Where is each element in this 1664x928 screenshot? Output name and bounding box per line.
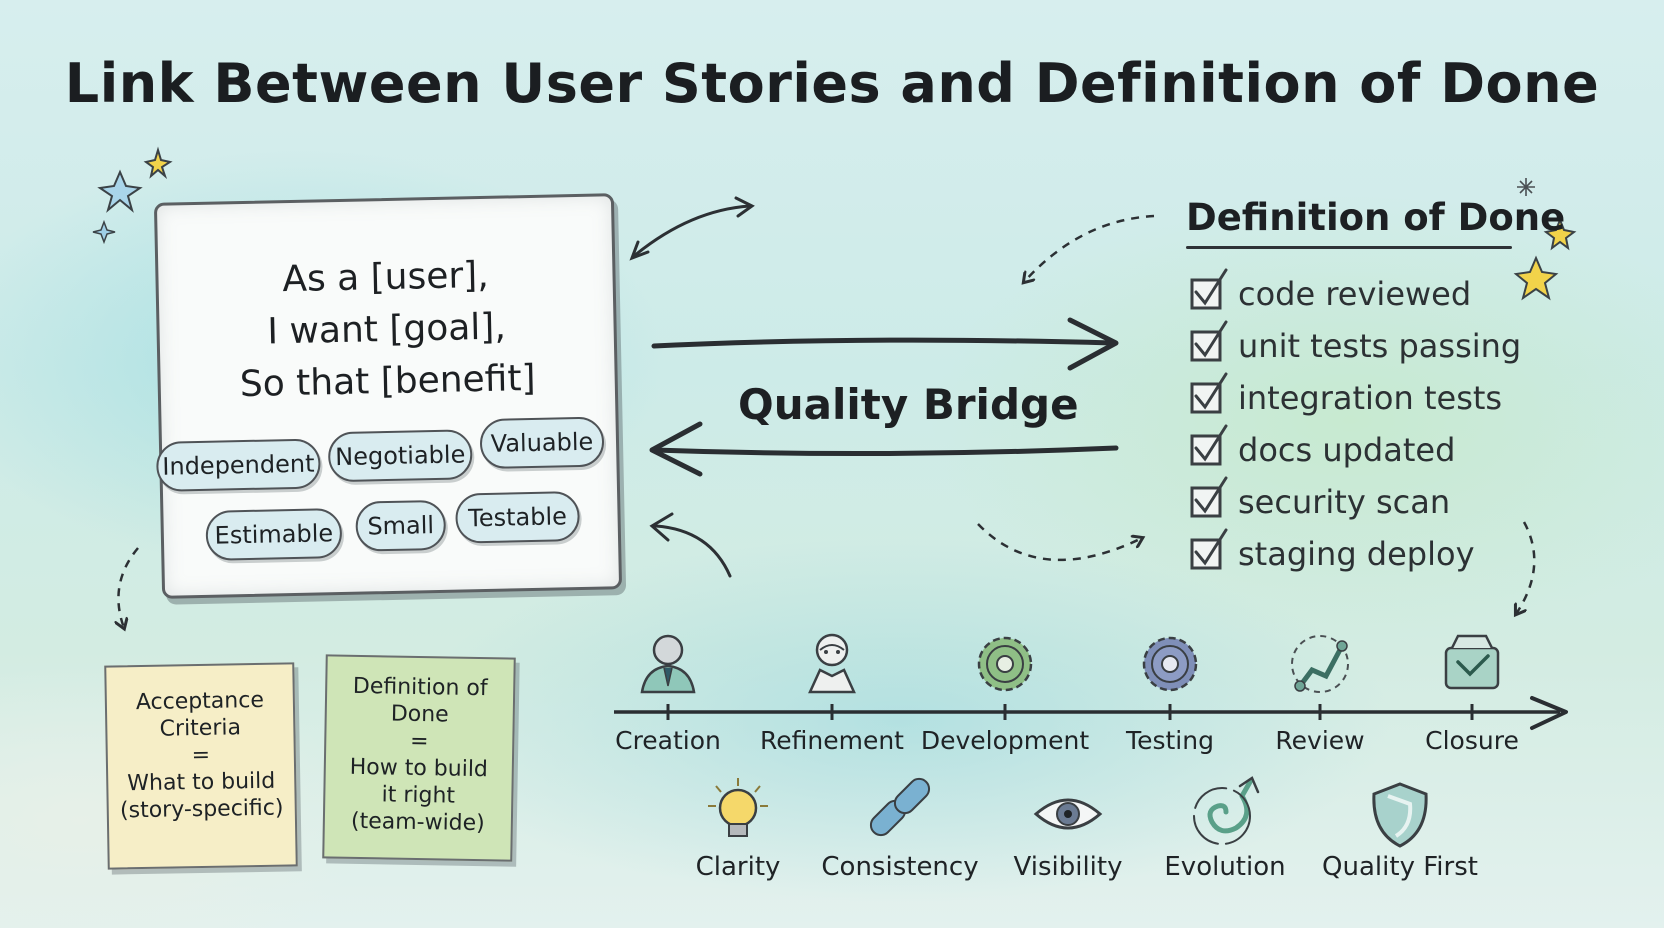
note-line: Done <box>390 701 449 728</box>
curved-arrow <box>649 512 732 578</box>
dod-item: integration tests <box>1188 376 1502 420</box>
invest-tag: Small <box>355 499 447 552</box>
note-line: = <box>409 728 429 755</box>
refinement-person-icon <box>808 633 856 694</box>
dod-item-label: security scan <box>1238 483 1451 521</box>
dashed-arrow <box>1516 521 1536 614</box>
page-title: Link Between User Stories and Definition… <box>64 52 1600 115</box>
value-label-evolution: Evolution <box>1164 852 1286 882</box>
dod-item-label: docs updated <box>1238 431 1456 469</box>
note-line: it right <box>381 782 456 809</box>
test-gear-icon <box>1142 636 1198 692</box>
stage-label-refinement: Refinement <box>760 726 904 755</box>
dashed-arrow <box>1024 214 1155 282</box>
spiral-arrow-icon <box>1193 776 1260 845</box>
note-line: = <box>191 742 211 769</box>
dod-heading: Definition of Done <box>1186 196 1566 239</box>
note-line: How to build <box>349 754 489 783</box>
quality-bridge-label: Quality Bridge <box>738 380 1079 429</box>
note-line: What to build <box>127 768 276 797</box>
dod-item: docs updated <box>1188 428 1455 472</box>
stage-label-testing: Testing <box>1126 726 1214 755</box>
double-arrow-icon <box>629 196 755 261</box>
gear-icon <box>977 636 1033 692</box>
dod-item: security scan <box>1188 480 1450 524</box>
star-icon <box>97 169 143 213</box>
stage-label-creation: Creation <box>615 726 721 755</box>
invest-tag: Independent <box>155 438 321 492</box>
user-story-card: As a [user], I want [goal], So that [ben… <box>153 193 623 599</box>
invest-tag: Valuable <box>479 416 605 470</box>
invest-tag: Estimable <box>205 508 343 561</box>
bridge-arrow-left <box>651 445 1119 457</box>
invest-tag: Negotiable <box>327 429 473 483</box>
dashed-arrow <box>118 547 139 628</box>
chain-link-icon <box>869 777 931 837</box>
dod-item-label: staging deploy <box>1238 535 1475 573</box>
review-path-icon <box>1291 635 1349 693</box>
dashed-arrow <box>977 523 1142 562</box>
definition-of-done-note: Definition of Done = How to build it rig… <box>322 654 516 862</box>
dod-item: unit tests passing <box>1188 324 1521 368</box>
person-icon <box>640 634 696 694</box>
closure-box-icon <box>1444 634 1500 690</box>
star-icon <box>143 146 173 180</box>
stage-label-review: Review <box>1275 726 1365 755</box>
value-label-visibility: Visibility <box>1013 852 1123 882</box>
stage-label-closure: Closure <box>1425 726 1519 755</box>
invest-tag: Testable <box>455 491 581 544</box>
lightbulb-icon <box>708 778 768 837</box>
sparkle-icon <box>1517 178 1535 196</box>
dod-item: code reviewed <box>1188 272 1471 316</box>
note-line: Acceptance <box>135 687 265 716</box>
value-label-quality-first: Quality First <box>1322 852 1478 882</box>
sparkle-icon <box>92 219 116 245</box>
star-icon <box>1513 255 1559 301</box>
acceptance-criteria-note: Acceptance Criteria = What to build (sto… <box>104 662 298 870</box>
note-line: (story-specific) <box>119 795 284 824</box>
value-label-clarity: Clarity <box>695 852 781 882</box>
star-icon <box>1543 217 1577 251</box>
value-label-consistency: Consistency <box>821 852 979 882</box>
dod-item: staging deploy <box>1188 532 1475 576</box>
note-line: Definition of <box>352 673 488 702</box>
dod-item-label: unit tests passing <box>1238 327 1522 365</box>
note-line: (team-wide) <box>350 808 485 837</box>
note-line: Criteria <box>159 715 242 742</box>
shield-icon <box>1372 782 1428 848</box>
story-line: So that [benefit] <box>239 357 536 406</box>
stage-label-development: Development <box>920 726 1090 755</box>
story-line: I want [goal], <box>266 306 507 353</box>
eye-icon <box>1033 798 1103 830</box>
story-line: As a [user], <box>281 254 490 301</box>
dod-underline <box>1186 246 1512 249</box>
bridge-arrow-right <box>651 337 1115 349</box>
dod-item-label: code reviewed <box>1238 275 1472 313</box>
checkbox-icons <box>1190 268 1228 570</box>
dod-item-label: integration tests <box>1238 379 1503 417</box>
